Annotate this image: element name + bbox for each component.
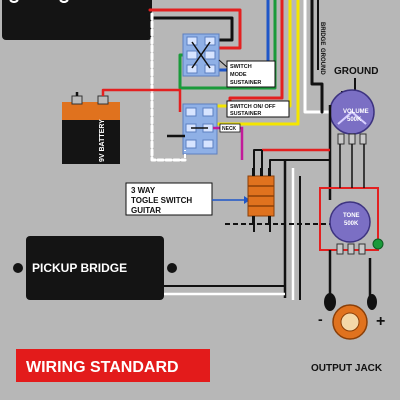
- volume-label-1: VOLUME: [343, 109, 369, 115]
- switch-onoff-label-box: [226, 100, 290, 118]
- wire-toggle-top-3: [269, 159, 330, 168]
- wiring-standard-label: WIRING STANDARD: [26, 359, 179, 376]
- wire-yellow-riser: [216, 0, 292, 108]
- battery-terminal-neg: [71, 95, 83, 105]
- neck-pickup: [2, 0, 152, 40]
- bridge-tag: BRIDGE: [319, 22, 325, 45]
- wire-yellow-riser-2: [216, 0, 300, 126]
- volume-label-2: 500K: [347, 117, 362, 123]
- volume-pot-arc: [337, 110, 367, 125]
- wire-black-riser: [310, 0, 324, 114]
- toggle-lugs: [252, 168, 271, 224]
- wiring-standard-banner: [16, 349, 210, 382]
- wire-volume-tone: [339, 144, 365, 188]
- wire-black-neck: [148, 16, 234, 42]
- toggle-label-2: TOGLE SWITCH: [131, 196, 192, 205]
- jack-plus: +: [376, 313, 385, 330]
- switch-mode-jumpers: [191, 41, 211, 69]
- output-jack-center: [340, 312, 360, 332]
- tone-lugs: [336, 243, 366, 255]
- pickup-bridge-label: PICKUP BRIDGE: [32, 261, 127, 275]
- wire-red-loop: [319, 187, 379, 251]
- wire-green-long: [178, 0, 277, 90]
- tone-label-1: TONE: [343, 213, 360, 219]
- switch-onoff-label-1: SWITCH ON/ OFF: [230, 104, 276, 110]
- output-jack-label: OUTPUT JACK: [311, 363, 383, 374]
- wire-white-dashed-2: [152, 150, 186, 161]
- switch-mode-label-3: SUSTAINER: [230, 80, 261, 86]
- toggle-label-3: GUITAR: [131, 206, 161, 215]
- battery-terminal-pos: [97, 95, 109, 105]
- tone-pot: [329, 201, 371, 243]
- ground-tag: GROUND: [319, 48, 325, 75]
- wire-battery-red: [101, 88, 182, 112]
- volume-lugs: [337, 133, 367, 145]
- wire-red-neck: [148, 8, 242, 50]
- jack-tip-lug: [367, 294, 377, 310]
- toggle-lines: [248, 185, 274, 207]
- switch-mode-label-box: [226, 60, 276, 88]
- battery-label: 9V BATTERY: [99, 119, 106, 162]
- jack-ground-lug: [324, 293, 336, 311]
- ground-label: GROUND: [334, 66, 378, 77]
- tone-label-2: 500K: [344, 221, 359, 227]
- switch-mode-label-1: SWITCH: [230, 64, 252, 70]
- bridge-pickup-ear-left: [13, 263, 23, 273]
- bridge-pickup-ear-right: [167, 263, 177, 273]
- wire-white-riser: [303, 0, 342, 114]
- tone-capacitor: [372, 238, 384, 250]
- switch-mode-lugs: [186, 36, 216, 74]
- neck-pickup-text-fragment: [9, 0, 19, 3]
- bridge-pickup: [26, 236, 164, 300]
- toggle-pointer-arrow: [244, 196, 250, 204]
- switch-mode-label-2: MODE: [230, 72, 247, 78]
- neck-tag-box: [219, 123, 241, 133]
- neck-tag: NECK: [222, 126, 237, 132]
- battery-top-band: [62, 102, 120, 120]
- switch-onoff-label-2: SUSTAINER: [230, 111, 261, 117]
- neck-pickup-text-fragment: [59, 0, 69, 3]
- toggle-label-1: 3 WAY: [131, 186, 156, 195]
- jack-minus: -: [318, 311, 323, 327]
- toggle-label-box: [125, 182, 213, 216]
- wire-toggle-top-2: [253, 149, 262, 168]
